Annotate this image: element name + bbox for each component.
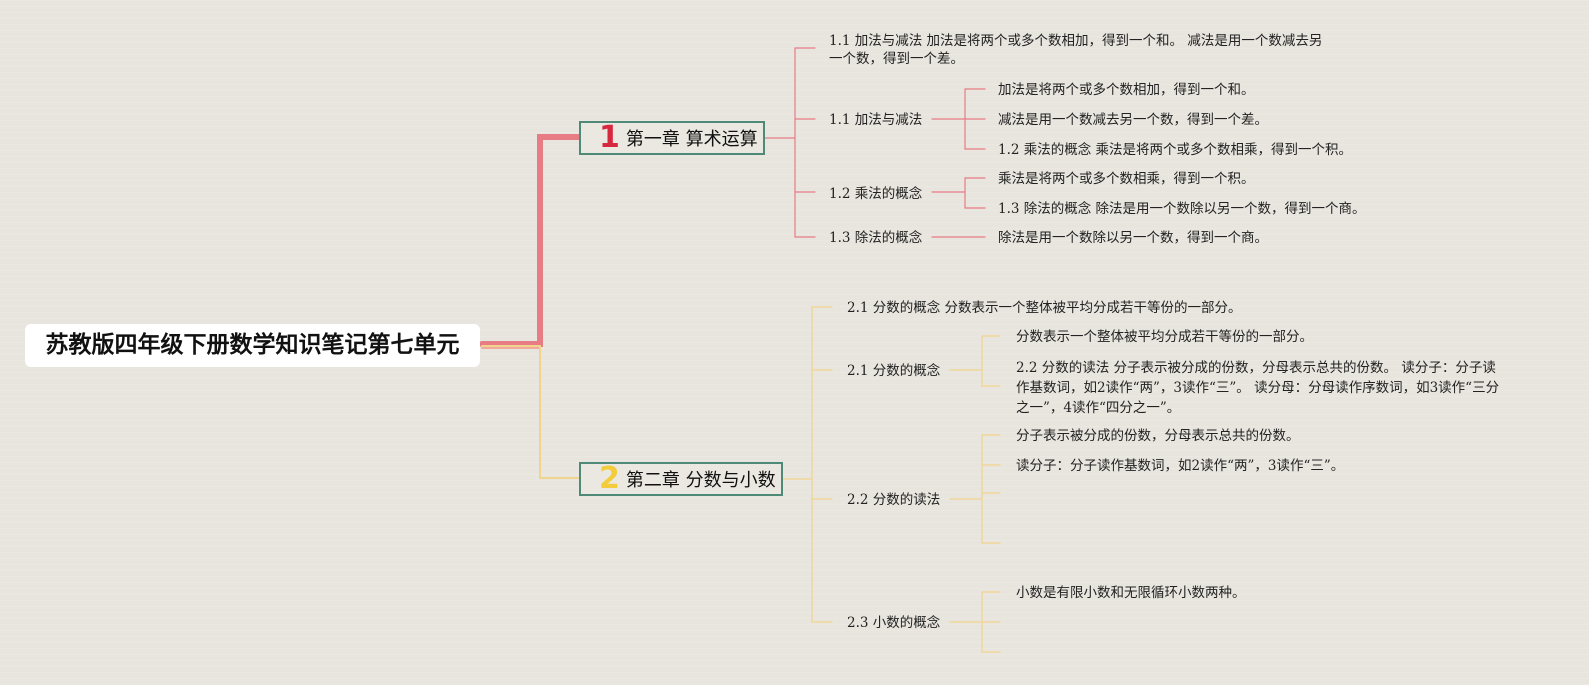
root-title: 苏教版四年级下册数学知识笔记第七单元 [25, 324, 480, 367]
ch2-item-1-label[interactable]: 2.1 分数的概念 分数表示一个整体被平均分成若干等份的一部分。 [847, 300, 1242, 316]
ch1-item-3-label[interactable]: 1.2 乘法的概念 [829, 186, 923, 202]
ch1-item-2-child-1[interactable]: 加法是将两个或多个数相加，得到一个和。 [998, 82, 1255, 98]
ch1-item-4-label[interactable]: 1.3 除法的概念 [829, 230, 923, 246]
chapter-1-number: 1 [599, 120, 620, 155]
ch1-item-3-child-2[interactable]: 1.3 除法的概念 除法是用一个数除以另一个数，得到一个商。 [998, 201, 1366, 217]
ch2-item-4-child-1[interactable]: 小数是有限小数和无限循环小数两种。 [1016, 585, 1246, 601]
ch2-item-2-child-2[interactable]: 2.2 分数的读法 分子表示被分成的份数，分母表示总共的份数。 读分子：分子读作… [1016, 360, 1500, 416]
ch2-item-3-child-2[interactable]: 读分子：分子读作基数词，如2读作“两”，3读作“三”。 [1016, 458, 1345, 474]
ch1-item-2-label[interactable]: 1.1 加法与减法 [829, 112, 923, 128]
ch2-item-4-label[interactable]: 2.3 小数的概念 [847, 615, 941, 631]
root-to-chapter-2 [481, 345, 580, 479]
ch1-item-1-label[interactable]: 1.1 加法与减法 加法是将两个或多个数相加，得到一个和。 减法是用一个数减去另… [829, 33, 1323, 67]
chapter-2-node[interactable]: 2 第二章 分数与小数 [579, 462, 783, 496]
ch1-item-3-child-1[interactable]: 乘法是将两个或多个数相乘，得到一个积。 [998, 171, 1255, 187]
ch1-item-4-child-1[interactable]: 除法是用一个数除以另一个数，得到一个商。 [998, 230, 1268, 246]
ch1-item-2-child-3[interactable]: 1.2 乘法的概念 乘法是将两个或多个数相乘，得到一个积。 [998, 142, 1353, 158]
root-to-chapter-1 [479, 134, 582, 347]
ch1-item-2-child-2[interactable]: 减法是用一个数减去另一个数，得到一个差。 [998, 112, 1268, 128]
chapter-1-node[interactable]: 1 第一章 算术运算 [579, 121, 765, 155]
chapter-1-title: 第一章 算术运算 [625, 129, 758, 150]
ch2-item-3-label[interactable]: 2.2 分数的读法 [847, 492, 941, 508]
ch2-item-2-label[interactable]: 2.1 分数的概念 [847, 363, 941, 379]
ch2-item-3-child-1[interactable]: 分子表示被分成的份数，分母表示总共的份数。 [1016, 428, 1300, 444]
chapter-2-title: 第二章 分数与小数 [625, 470, 776, 491]
ch2-item-2-child-1[interactable]: 分数表示一个整体被平均分成若干等份的一部分。 [1016, 329, 1313, 345]
chapter-2-number: 2 [599, 461, 620, 496]
